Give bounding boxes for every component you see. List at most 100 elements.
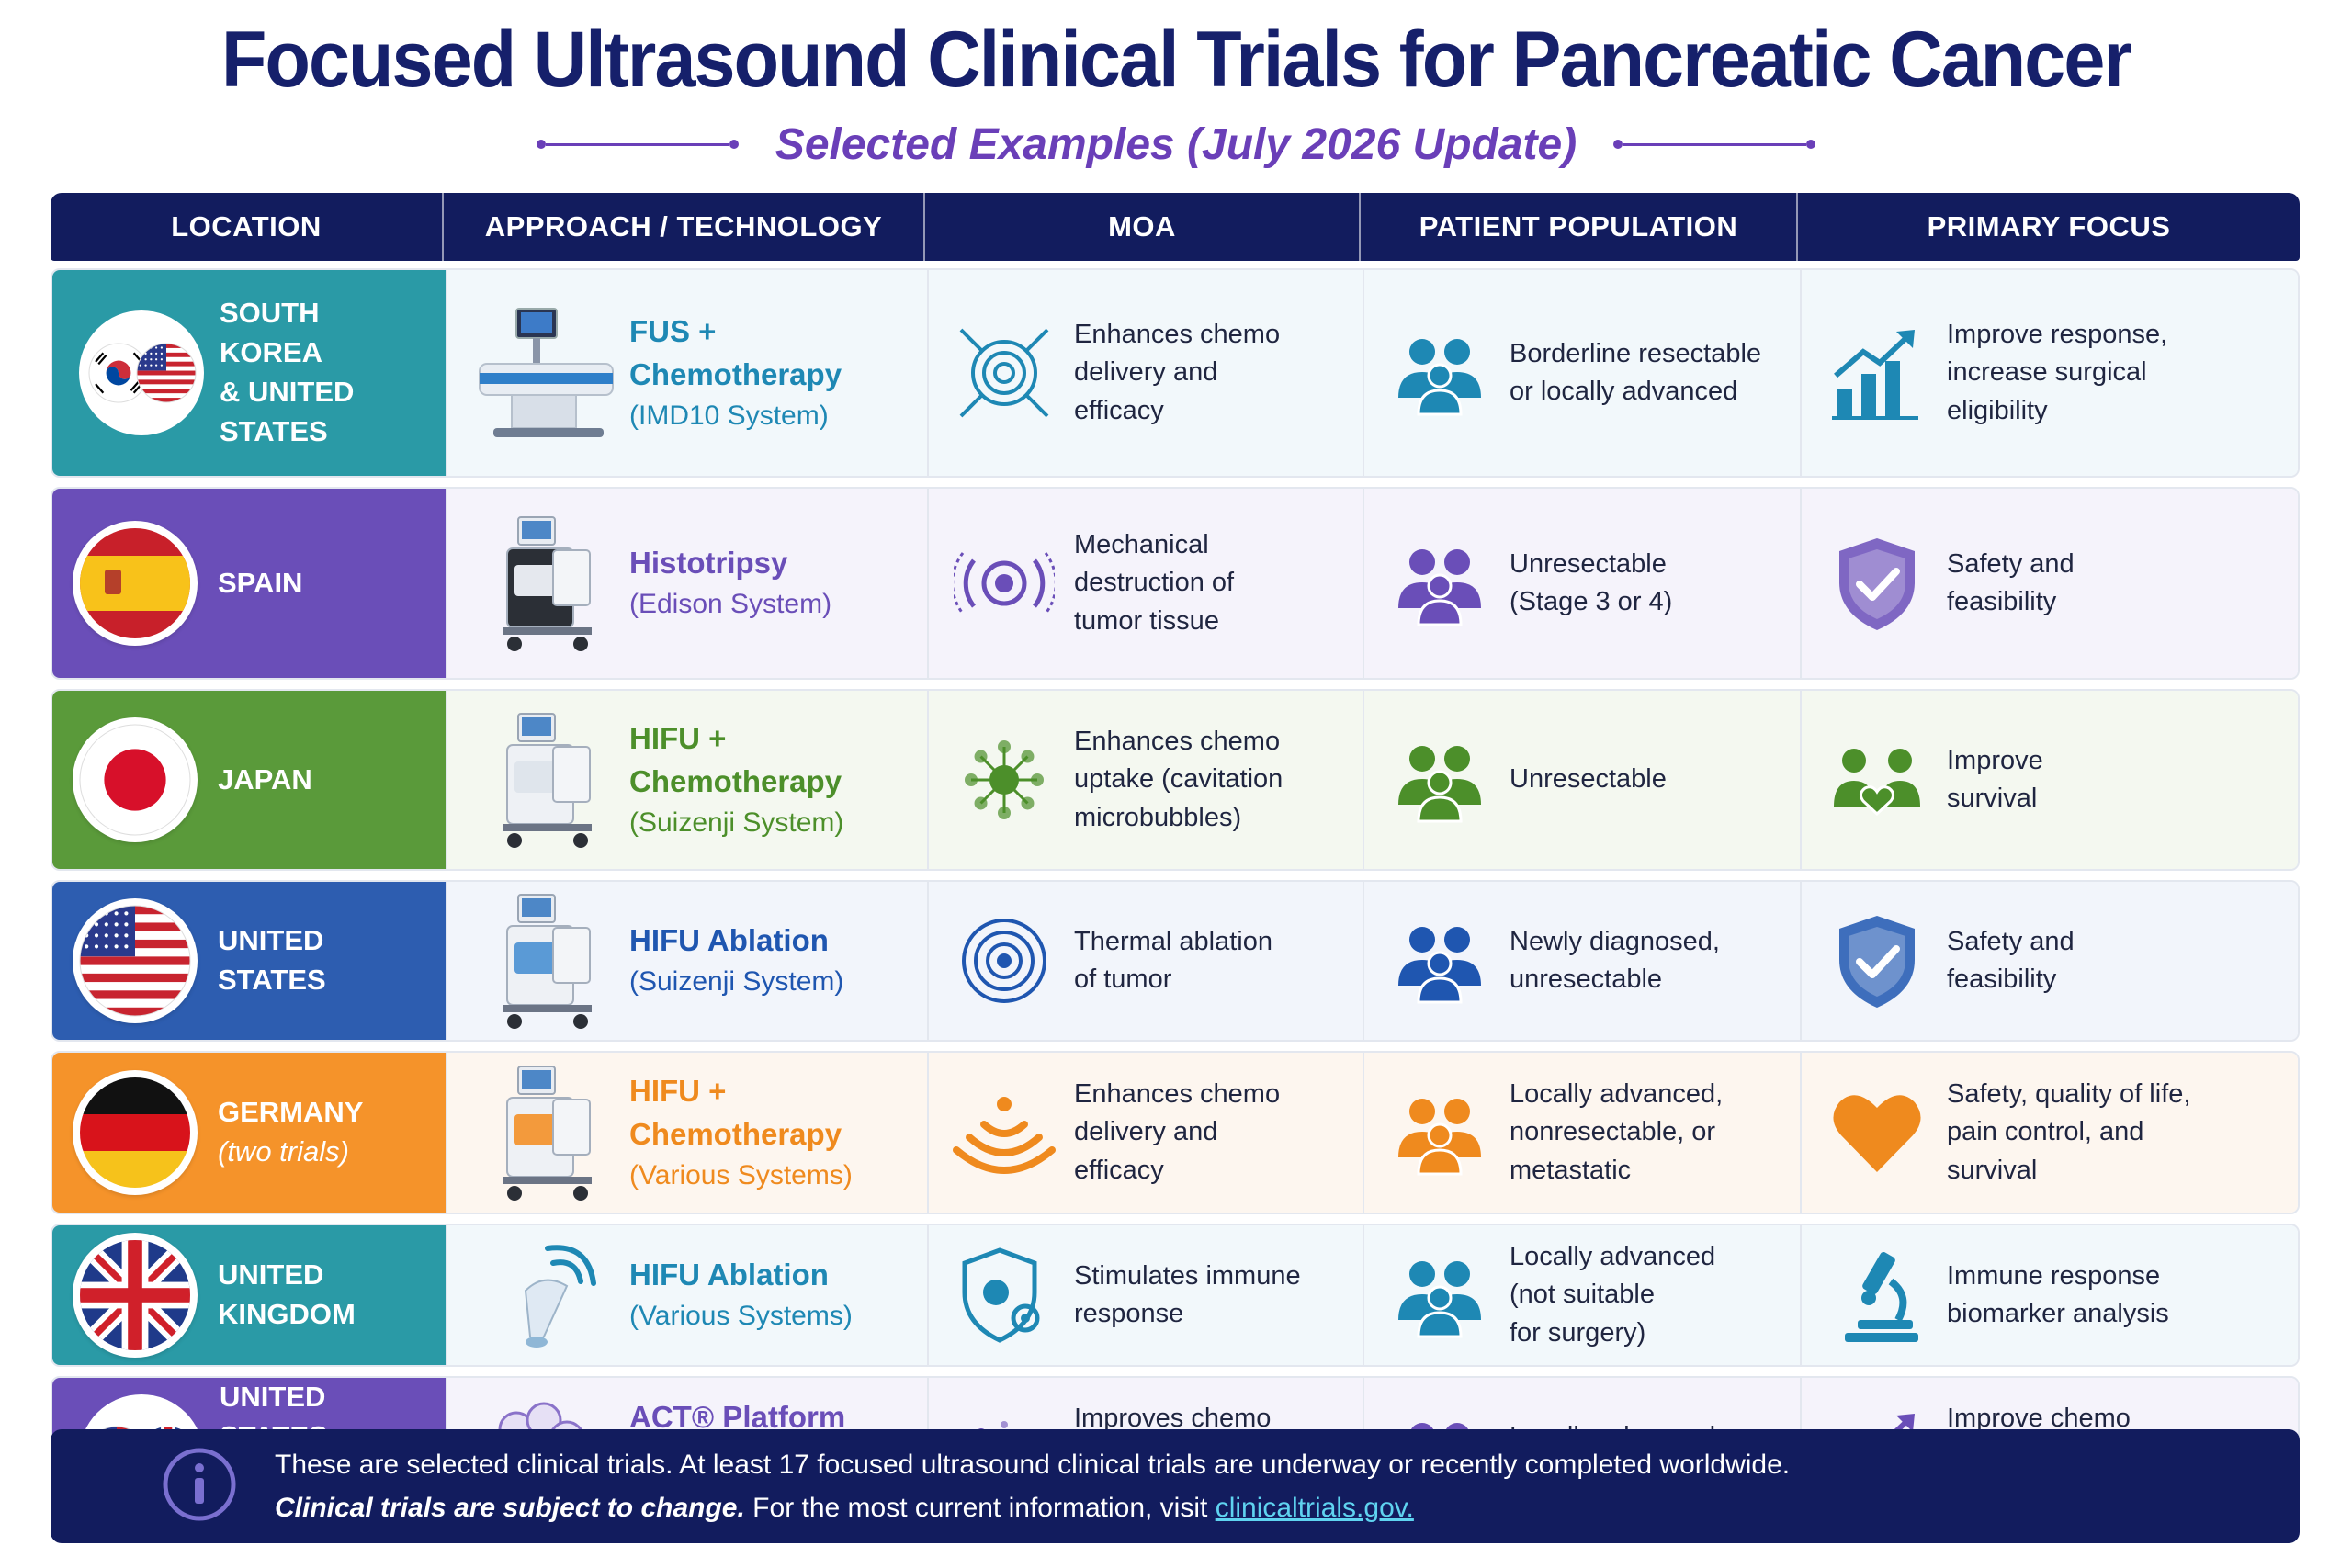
technology-name: FUS + [629, 313, 717, 348]
location-line: GERMANY [218, 1096, 364, 1129]
approach-text: HIFU Ablation (Suizenji System) [622, 919, 843, 1001]
population-cell: Newly diagnosed,unresectable [1363, 882, 1800, 1040]
location-line: & UNITED STATES [220, 376, 355, 447]
approach-text: Histotripsy(Edison System) [622, 542, 831, 624]
clinicaltrials-link[interactable]: clinicaltrials.gov. [1215, 1493, 1414, 1523]
technology-name: HIFU + [629, 1073, 727, 1108]
device-illustration-icon [466, 1053, 622, 1213]
footer-line-2: Clinical trials are subject to change. F… [275, 1486, 1790, 1529]
text-line: tumor tissue [1074, 605, 1219, 636]
text-line: delivery and [1074, 1117, 1218, 1147]
focus-cell: Safety, quality of life,pain control, an… [1800, 1053, 2298, 1213]
technology-system: (Various Systems) [629, 1159, 853, 1190]
text-line: Newly diagnosed, [1510, 926, 1720, 956]
table-row: SOUTH KOREA& UNITED STATES FUS + Chemothe… [51, 268, 2300, 478]
decorative-line-left [536, 140, 739, 149]
decorative-line-right [1613, 140, 1816, 149]
text-line: feasibility [1947, 964, 2057, 994]
us-flag-icon [73, 898, 198, 1023]
device-illustration-icon [466, 270, 622, 476]
uk-flag-icon [73, 1233, 198, 1358]
text-line: Improves chemo [1074, 1403, 1272, 1433]
approach-cell: HIFU Ablation (Suizenji System) [446, 882, 927, 1040]
patient-group-icon [1385, 1082, 1495, 1183]
location-line: JAPAN [218, 762, 312, 795]
focus-text: Safety, quality of life,pain control, an… [1947, 1076, 2281, 1190]
location-subtitle: (two trials) [218, 1135, 349, 1168]
growth-chart-icon [1822, 322, 1932, 423]
table-body: SOUTH KOREA& UNITED STATES FUS + Chemothe… [51, 268, 2300, 1543]
shield-check-icon [1822, 910, 1932, 1011]
location-name: SOUTH KOREA& UNITED STATES [220, 294, 425, 451]
immune-shield-icon [949, 1245, 1059, 1346]
location-name: GERMANY (two trials) [218, 1093, 363, 1172]
germany-flag-icon [73, 1070, 198, 1195]
text-line: survival [1947, 1155, 2038, 1185]
footer-visit-text: For the most current information, visit [744, 1493, 1216, 1523]
technology-name: HIFU Ablation [629, 923, 829, 958]
location-cell: SOUTH KOREA& UNITED STATES [52, 270, 446, 476]
location-line: UNITED [218, 1258, 324, 1292]
text-line: Locally advanced [1510, 1242, 1716, 1272]
device-illustration-icon [466, 1225, 622, 1365]
location-cell: UNITED STATES [52, 882, 446, 1040]
moa-cell: Enhances chemo delivery and efficacy [927, 1053, 1363, 1213]
text-line: destruction of [1074, 568, 1235, 598]
table-row: SPAIN Histotripsy(Edison System) Mechani… [51, 487, 2300, 680]
technology-name: Histotripsy [629, 546, 788, 581]
footer-disclaimer: Clinical trials are subject to change. [275, 1493, 745, 1523]
technology-system: (IMD10 System) [629, 400, 829, 431]
location-line: SOUTH KOREA [220, 297, 322, 369]
text-line: (Stage 3 or 4) [1510, 587, 1673, 616]
text-line: Locally advanced, [1510, 1079, 1724, 1110]
pulse-waves-icon [949, 533, 1059, 634]
technology-name: Chemotherapy [629, 356, 842, 391]
text-line: eligibility [1947, 395, 2048, 425]
device-illustration-icon [466, 691, 622, 869]
text-line: Improve [1947, 745, 2043, 775]
japan-flag-icon [73, 717, 198, 842]
moa-text: Enhances chemo delivery and efficacy [1074, 1076, 1342, 1190]
column-header-moa: MOA [925, 193, 1361, 261]
text-line: Enhances chemo [1074, 1079, 1281, 1110]
south-korea-flag-us-flag-icon [73, 310, 210, 435]
location-cell: GERMANY (two trials) [52, 1053, 446, 1213]
microbubble-icon [949, 729, 1059, 830]
footer-note: These are selected clinical trials. At l… [51, 1429, 2300, 1543]
text-line: response [1074, 1299, 1184, 1328]
technology-system: (Suizenji System) [629, 966, 844, 998]
patient-group-icon [1385, 322, 1495, 423]
location-line: UNITED STATES [218, 924, 326, 996]
approach-cell: HIFU + Chemotherapy (Various Systems) [446, 1053, 927, 1213]
approach-cell: HIFU Ablation(Various Systems) [446, 1225, 927, 1365]
location-cell: JAPAN [52, 691, 446, 869]
footer-line-1: These are selected clinical trials. At l… [275, 1449, 1791, 1480]
approach-text: HIFU Ablation(Various Systems) [622, 1254, 853, 1336]
population-text: Unresectable [1510, 761, 1780, 798]
text-line: or locally advanced [1510, 377, 1738, 406]
column-header-population: PATIENT POPULATION [1361, 193, 1798, 261]
target-crosshair-icon [949, 322, 1059, 423]
table-header: LOCATION APPROACH / TECHNOLOGY MOA PATIE… [51, 193, 2300, 261]
text-line: efficacy [1074, 1155, 1164, 1185]
population-text: Newly diagnosed,unresectable [1510, 923, 1780, 998]
spain-flag-icon [73, 521, 198, 646]
technology-name: Chemotherapy [629, 1116, 842, 1151]
text-line: uptake (cavitation [1074, 764, 1283, 795]
table-row: UNITED STATES HIFU Ablation (Suizenji Sys… [51, 880, 2300, 1042]
text-line: Safety and [1947, 926, 2075, 956]
